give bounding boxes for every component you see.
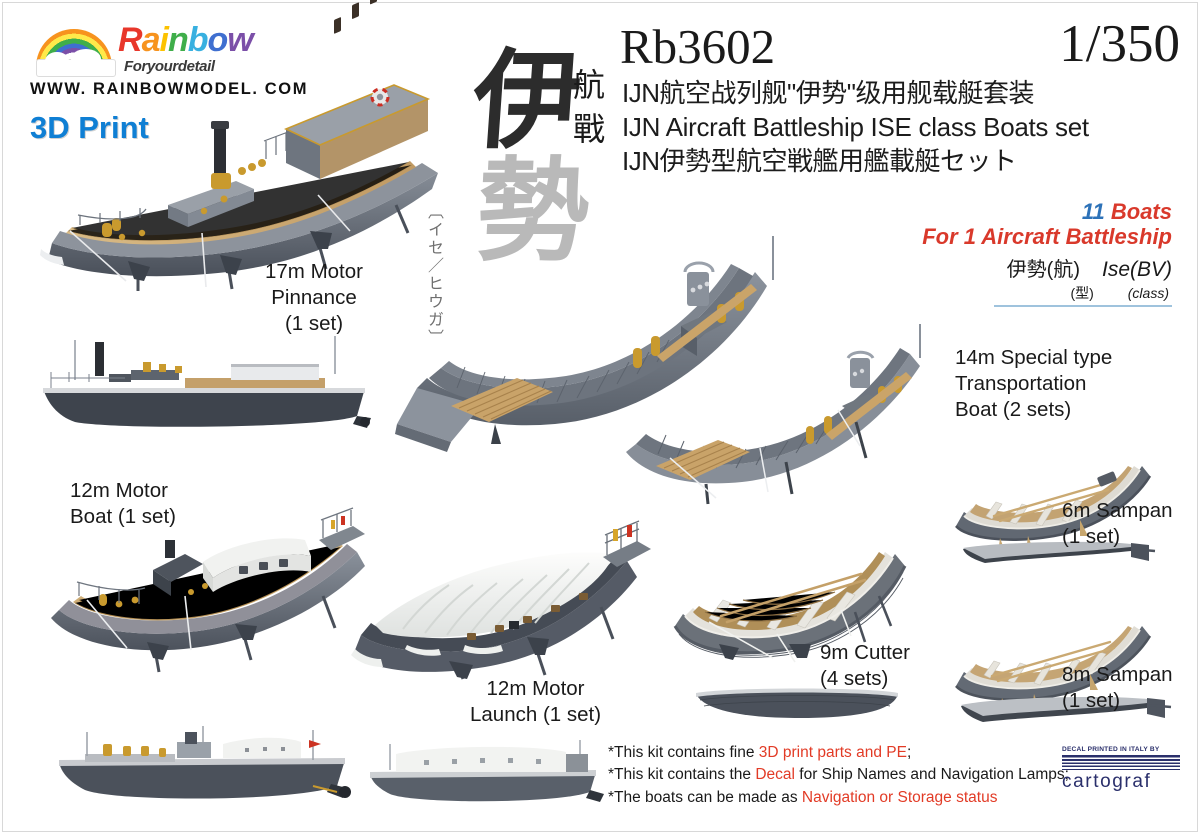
rainbow-logo: Rainbow Foryourdetail bbox=[30, 21, 254, 87]
kanji-ise-first: 伊 bbox=[468, 39, 586, 164]
illustration-sampan-8m-side bbox=[955, 690, 1190, 740]
illustration-motor-pinnace-17m bbox=[18, 0, 448, 291]
label-sampan-8m: 8m Sampan (1 set) bbox=[1062, 663, 1173, 713]
boat-count-line2: For 1 Aircraft Battleship bbox=[922, 223, 1172, 249]
rainbow-wordmark: Rainbow bbox=[118, 21, 254, 59]
label-cutter-9m: 9m Cutter (4 sets) bbox=[820, 641, 910, 691]
kanji-sen: 戰 bbox=[573, 110, 606, 148]
ship-class-sub: (型) (class) bbox=[947, 283, 1172, 303]
boat-count-number: 11 bbox=[1081, 199, 1105, 224]
boat-count-line1: 11 Boats bbox=[922, 199, 1172, 225]
illustration-motor-launch-12m bbox=[345, 505, 665, 680]
note-1-highlight: 3D print parts and PE bbox=[758, 744, 907, 761]
label-sampan-6m: 6m Sampan (1 set) bbox=[1062, 499, 1173, 549]
illustration-motor-boat-12m-side bbox=[45, 726, 365, 816]
kit-number: Rb3602 bbox=[620, 19, 776, 74]
label-transport-boat-14m: 14m Special type Transportation Boat (2 … bbox=[955, 346, 1113, 422]
illustration-motor-pinnace-17m-side bbox=[35, 330, 385, 455]
katakana-vertical: 〔イセ／ヒウガ〕 bbox=[425, 203, 444, 347]
title-chinese: IJN航空战列舰"伊势"级用舰载艇套装 bbox=[622, 78, 1034, 108]
note-1-text-a: *This kit contains fine bbox=[608, 744, 759, 761]
kit-notes: *This kit contains fine 3D print parts a… bbox=[608, 742, 1069, 809]
note-3-text-a: *The boats can be made as bbox=[608, 788, 802, 806]
title-english: IJN Aircraft Battleship ISE class Boats … bbox=[622, 112, 1089, 142]
ship-class-en-sub: (class) bbox=[1127, 285, 1169, 301]
ship-class-block: 伊勢(航) Ise(BV) (型) (class) bbox=[947, 253, 1172, 303]
illustration-sampan-6m-side bbox=[955, 535, 1190, 580]
note-line-1: *This kit contains fine 3D print parts a… bbox=[608, 742, 1069, 764]
class-underline bbox=[994, 305, 1172, 307]
note-2-text-a: *This kit contains the bbox=[608, 766, 756, 784]
note-line-3: *The boats can be made as Navigation or … bbox=[608, 787, 1069, 809]
ship-class-jp-sub: (型) bbox=[1070, 285, 1094, 301]
illustration-cutter-9m bbox=[665, 530, 920, 665]
label-motor-launch-12m: 12m Motor Launch (1 set) bbox=[470, 677, 602, 727]
illustration-motor-launch-12m-side bbox=[360, 740, 610, 810]
illustration-cutter-9m-side bbox=[690, 680, 905, 725]
ship-class-jp: 伊勢(航) bbox=[1006, 259, 1080, 281]
cartograf-wordmark: cartograf bbox=[1062, 771, 1152, 792]
note-2-text-b: for Ship Names and Navigation Lamps; bbox=[794, 766, 1069, 784]
cartograf-caption: DECAL PRINTED IN ITALY BY bbox=[1062, 746, 1160, 753]
scale-label: 1/350 bbox=[1059, 15, 1180, 73]
note-line-2: *This kit contains the Decal for Ship Na… bbox=[608, 764, 1069, 786]
ship-class-main: 伊勢(航) Ise(BV) bbox=[947, 253, 1172, 282]
note-3-highlight: Navigation or Storage status bbox=[801, 788, 998, 806]
illustration-sampan-6m bbox=[950, 450, 1195, 555]
illustration-sampan-8m bbox=[950, 610, 1195, 715]
3d-print-badge: 3D Print bbox=[30, 110, 149, 145]
label-motor-pinnace-17m: 17m Motor Pinnance (1 set) bbox=[265, 260, 363, 336]
illustration-transport-boat-14m-b bbox=[610, 322, 950, 507]
label-motor-boat-12m: 12m Motor Boat (1 set) bbox=[70, 479, 176, 529]
brand-block: Rainbow Foryourdetail bbox=[30, 21, 280, 87]
boat-count-suffix: Boats bbox=[1104, 199, 1172, 224]
note-2-highlight: Decal bbox=[755, 766, 795, 784]
ship-class-en: Ise(BV) bbox=[1101, 258, 1172, 281]
calligraphy-block: 伊 勢 航 戰 〔イセ／ヒウガ〕 bbox=[425, 39, 635, 347]
cartograf-bars-icon bbox=[1062, 755, 1180, 770]
illustration-motor-boat-12m bbox=[35, 500, 385, 675]
cartograf-logo: DECAL PRINTED IN ITALY BY cartograf bbox=[1062, 746, 1180, 791]
title-japanese: IJN伊勢型航空戦艦用艦載艇セット bbox=[622, 146, 1017, 176]
boat-count-block: 11 Boats For 1 Aircraft Battleship bbox=[922, 199, 1172, 249]
cloud-icon bbox=[36, 49, 116, 77]
brand-tagline: Foryourdetail bbox=[124, 58, 215, 75]
brand-website: WWW. RAINBOWMODEL. COM bbox=[30, 80, 309, 98]
note-1-text-b: ; bbox=[906, 744, 912, 761]
illustration-transport-boat-14m-a bbox=[395, 228, 825, 458]
kanji-kou: 航 bbox=[573, 66, 606, 104]
